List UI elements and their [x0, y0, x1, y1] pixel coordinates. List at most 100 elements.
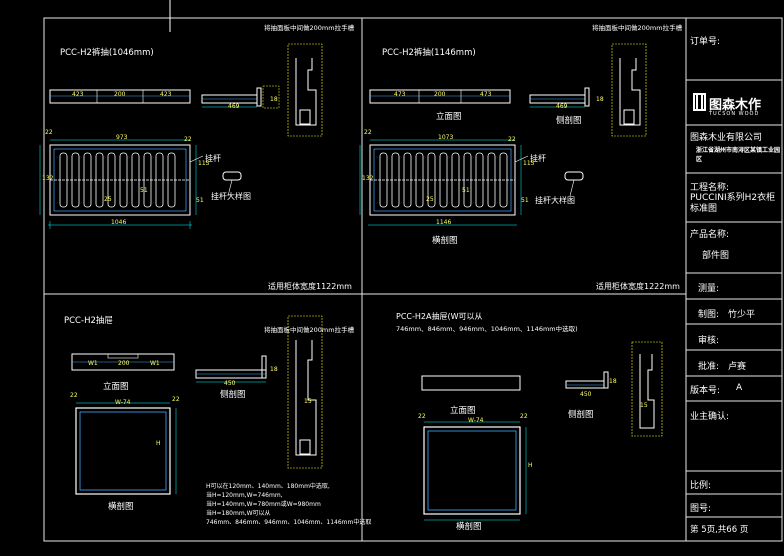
panel-3-note-line: 当H=120mm,W=746mm, [206, 492, 283, 499]
dim-label: 51 [140, 187, 148, 194]
side-section-label: 侧剖图 [556, 116, 582, 126]
dim-label: 200 [114, 91, 126, 98]
logo-subtitle: TUCSON WOOD [709, 111, 760, 117]
dim-label: 450 [224, 380, 236, 387]
dim-label: 15 [304, 398, 312, 405]
title-block-grid [686, 79, 782, 518]
dim-label: 22 [520, 413, 528, 420]
dim-label: 469 [556, 103, 568, 110]
dim-label: 200 [434, 91, 446, 98]
company-address: 浙江省湖州市南浔区某镇工业园区 [696, 147, 781, 163]
dim-label: 200 [118, 360, 130, 367]
rod-detail-label: 挂杆大样图 [535, 196, 575, 205]
width-dimension: 1146 [436, 219, 452, 226]
dim-label: 22 [364, 129, 372, 136]
dim-label: 22 [70, 392, 78, 399]
section-label: 横剖图 [108, 502, 134, 512]
survey-label: 测量: [698, 284, 720, 294]
dim-label: 22 [418, 413, 426, 420]
dim-label: 115 [198, 160, 210, 167]
rod-detail-label: 挂杆大样图 [211, 192, 251, 201]
width-dimension: 1046 [111, 219, 127, 226]
panel-3-note-line: 当H=180mm,W可以从 [206, 510, 271, 517]
dim-label: 115 [523, 160, 535, 167]
dim-label: 473 [394, 91, 406, 98]
dim-label: 51 [196, 197, 204, 204]
panel-3-drawing [71, 315, 323, 495]
dim-label: 132 [362, 175, 374, 182]
panel-2-title: PCC-H2裤抽(1146mm) [382, 48, 476, 58]
section-label: 横剖图 [456, 522, 482, 532]
company-name: 图森木业有限公司 [690, 133, 763, 143]
dim-label: 15 [640, 402, 648, 409]
panel-1-title: PCC-H2裤抽(1046mm) [60, 48, 154, 58]
draw-name: 竹少平 [728, 310, 756, 320]
scale-label: 比例: [690, 481, 712, 491]
elevation-label: 立面图 [450, 406, 476, 416]
order-number-label: 订单号: [690, 37, 721, 47]
panel-4-drawing [421, 341, 663, 521]
owner-confirm-label: 业主确认: [690, 412, 730, 422]
side-section-label: 侧剖图 [568, 410, 594, 420]
approve-name: 卢赛 [728, 362, 747, 372]
panel-2-note: 将抽面板中间做200mm拉手槽 [592, 24, 683, 32]
side-section-label: 侧剖图 [220, 390, 246, 400]
project-label: 工程名称: [690, 183, 730, 193]
dim-label: 423 [72, 91, 84, 98]
panel-3-note: 将抽面板中间做200mm拉手槽 [264, 326, 355, 334]
dim-label: 473 [480, 91, 492, 98]
page-number: 第 5页,共66 页 [690, 525, 749, 535]
panel-4-title-line-2: 746mm、846mm、946mm、1046mm、1146mm中选取) [396, 325, 578, 333]
dim-label: 1073 [438, 134, 454, 141]
review-label: 审核: [698, 336, 720, 346]
product-name: 部件图 [702, 251, 730, 261]
dim-label: 469 [228, 103, 240, 110]
version-value: A [736, 383, 743, 393]
elevation-label: 立面图 [103, 382, 129, 392]
dim-label: 22 [45, 129, 53, 136]
dim-label: 22 [184, 136, 192, 143]
panel-3-note-line: 当H=140mm,W=780mm或W=980mm [206, 501, 321, 508]
dim-label: W1 [88, 360, 98, 367]
dim-label: 132 [42, 175, 54, 182]
dim-label: 423 [160, 91, 172, 98]
dim-label: 450 [580, 391, 592, 398]
panel-4-title: PCC-H2A抽屉(W可以从 [396, 312, 483, 321]
panel-1-note: 将抽面板中间做200mm拉手槽 [264, 24, 355, 32]
panel-3-note-line: 746mm、846mm、946mm、1046mm、1146mm中选取 [206, 519, 372, 526]
dim-label: 25 [104, 196, 112, 203]
dim-label: H [156, 440, 161, 447]
dim-label: 18 [609, 378, 617, 385]
dim-label: 18 [270, 96, 278, 103]
rod-label: 挂杆 [530, 154, 546, 163]
panel-2-footer: 适用柜体宽度1222mm [596, 282, 680, 291]
project-name: PUCCINI系列H2衣柜标准图 [690, 193, 776, 214]
rod-label: 挂杆 [205, 154, 221, 163]
dim-label: 51 [521, 197, 529, 204]
panel-2-drawing [359, 43, 647, 226]
panel-1-drawing [39, 43, 323, 229]
logo-text: 图森木作 [709, 98, 762, 113]
dim-label: W-74 [115, 399, 131, 406]
dim-label: W-74 [468, 417, 484, 424]
dim-label: 18 [596, 96, 604, 103]
approve-label: 批准: [698, 362, 720, 372]
elevation-label: 立面图 [436, 112, 462, 122]
drawing-frame [43, 0, 783, 542]
logo-mark-icon [693, 93, 706, 111]
dim-label: 973 [116, 134, 128, 141]
dim-label: 22 [172, 396, 180, 403]
section-label: 横剖图 [432, 236, 458, 246]
panel-3-title: PCC-H2抽屉 [64, 316, 113, 326]
dim-label: W1 [150, 360, 160, 367]
panel-3-note-line: H可以在120mm、140mm、180mm中选取, [206, 483, 330, 490]
version-label: 版本号: [690, 386, 721, 396]
dim-label: 18 [270, 366, 278, 373]
draw-label: 制图: [698, 310, 720, 320]
product-label: 产品名称: [690, 230, 730, 240]
dim-label: 22 [508, 136, 516, 143]
drawing-number-label: 图号: [690, 504, 712, 514]
dim-label: 25 [426, 196, 434, 203]
dim-label: 51 [462, 187, 470, 194]
